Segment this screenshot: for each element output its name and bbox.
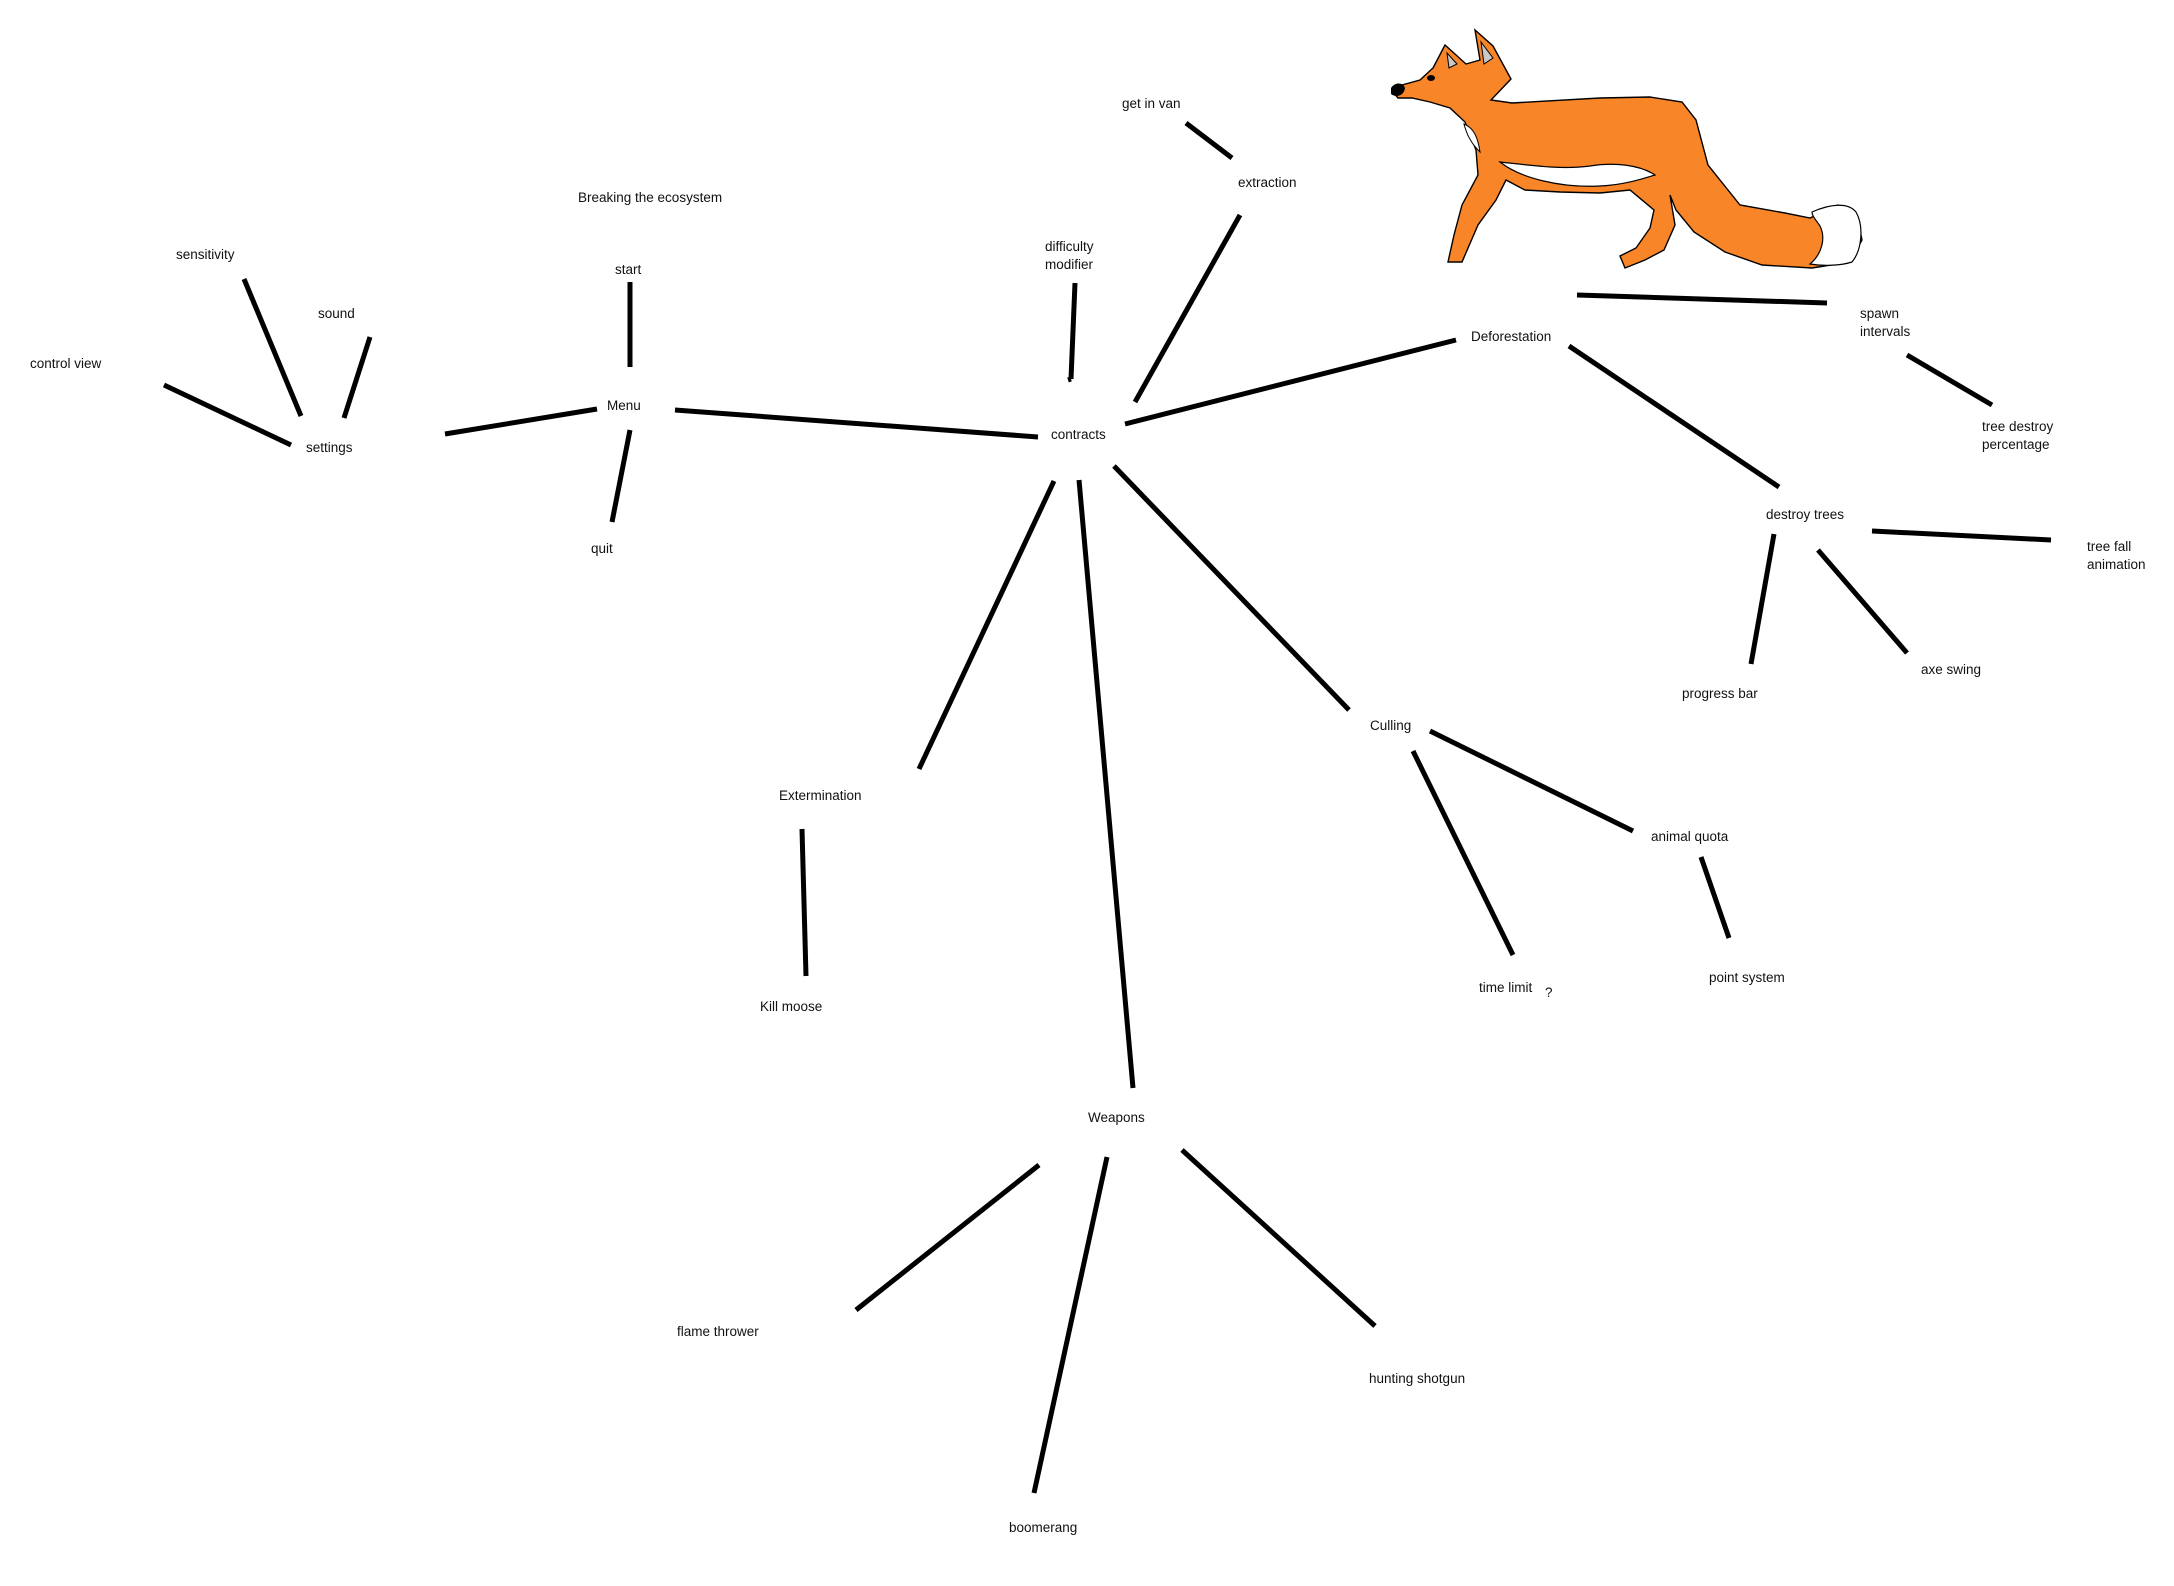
edge-menu-contracts — [674, 407, 1039, 440]
node-time-limit: time limit — [1479, 980, 1532, 995]
node-spawn-intervals-line2: intervals — [1860, 324, 1911, 339]
edge-destroy-trees-tree-fall — [1871, 528, 2052, 543]
edge-contracts-extraction — [1132, 213, 1243, 404]
edge-animal-quota-point-system — [1698, 856, 1732, 939]
node-tree-fall-animation-line2: animation — [2087, 557, 2146, 572]
edge-deforestation-destroy-trees — [1567, 343, 1781, 490]
edge-weapons-boomerang — [1031, 1156, 1110, 1494]
fox-ear-inner-left — [1446, 51, 1458, 69]
labels: Breaking the ecosystem start Menu quit s… — [30, 96, 2146, 1535]
node-control-view: control view — [30, 356, 102, 371]
node-tree-fall-animation-line1: tree fall — [2087, 539, 2131, 554]
node-weapons: Weapons — [1088, 1110, 1145, 1125]
edge-destroy-trees-axe-swing — [1816, 548, 1909, 655]
edge-extraction-get-in-van — [1184, 121, 1234, 160]
node-sensitivity: sensitivity — [176, 247, 235, 262]
node-axe-swing: axe swing — [1921, 662, 1981, 677]
fox-body — [1391, 28, 1863, 269]
edge-settings-sound — [341, 336, 373, 419]
edge-culling-time-limit — [1410, 749, 1516, 957]
node-tree-destroy-percentage-line1: tree destroy — [1982, 419, 2054, 434]
node-hunting-shotgun: hunting shotgun — [1369, 1371, 1465, 1386]
node-difficulty-modifier-line1: difficulty — [1045, 239, 1094, 254]
edge-spawn-tree-destroy — [1905, 352, 1994, 408]
node-kill-moose: Kill moose — [760, 999, 822, 1014]
edge-contracts-difficulty-main — [1068, 282, 1078, 380]
fox-belly — [1498, 161, 1657, 187]
edge-settings-sensitivity — [241, 278, 304, 417]
edge-menu-quit — [609, 429, 633, 523]
node-tree-destroy-percentage-line2: percentage — [1982, 437, 2050, 452]
fox-neck-white — [1463, 123, 1481, 154]
edge-fox-spawn-intervals — [1576, 292, 1828, 306]
edge-contracts-culling — [1112, 464, 1351, 712]
edge-contracts-difficulty — [1067, 376, 1072, 383]
node-quit: quit — [591, 541, 613, 556]
edge-settings-control-view — [162, 382, 293, 448]
node-extraction: extraction — [1238, 175, 1297, 190]
node-difficulty-modifier-line2: modifier — [1045, 257, 1094, 272]
node-extermination: Extermination — [779, 788, 862, 803]
fox-tail-tip — [1808, 204, 1862, 266]
node-animal-quota: animal quota — [1651, 829, 1729, 844]
edge-menu-settings — [444, 406, 598, 437]
node-spawn-intervals-line1: spawn — [1860, 306, 1899, 321]
fox-illustration — [1391, 28, 1863, 269]
node-start: start — [615, 262, 642, 277]
edge-contracts-deforestation — [1124, 337, 1457, 427]
edge-contracts-extermination — [916, 479, 1057, 771]
node-get-in-van: get in van — [1122, 96, 1181, 111]
edge-culling-animal-quota — [1428, 728, 1635, 834]
node-flame-thrower: flame thrower — [677, 1324, 759, 1339]
fox-ear-inner — [1480, 40, 1494, 65]
node-deforestation: Deforestation — [1471, 329, 1551, 344]
diagram-title: Breaking the ecosystem — [578, 190, 722, 205]
edges — [162, 121, 2052, 1494]
node-destroy-trees: destroy trees — [1766, 507, 1844, 522]
edge-destroy-trees-progress-bar — [1748, 533, 1777, 665]
edge-weapons-flame-thrower — [854, 1163, 1041, 1312]
node-sound: sound — [318, 306, 355, 321]
node-contracts: contracts — [1051, 427, 1106, 442]
edge-extermination-kill-moose — [799, 828, 809, 977]
fox-eye — [1427, 75, 1435, 81]
node-boomerang: boomerang — [1009, 1520, 1077, 1535]
node-time-limit-question: ? — [1545, 985, 1553, 1000]
node-culling: Culling — [1370, 718, 1411, 733]
node-settings: settings — [306, 440, 353, 455]
node-point-system: point system — [1709, 970, 1785, 985]
node-menu: Menu — [607, 398, 641, 413]
fox-nose — [1391, 83, 1405, 96]
node-progress-bar: progress bar — [1682, 686, 1758, 701]
edge-weapons-hunting-shotgun — [1180, 1148, 1377, 1328]
edge-contracts-weapons — [1076, 479, 1136, 1089]
